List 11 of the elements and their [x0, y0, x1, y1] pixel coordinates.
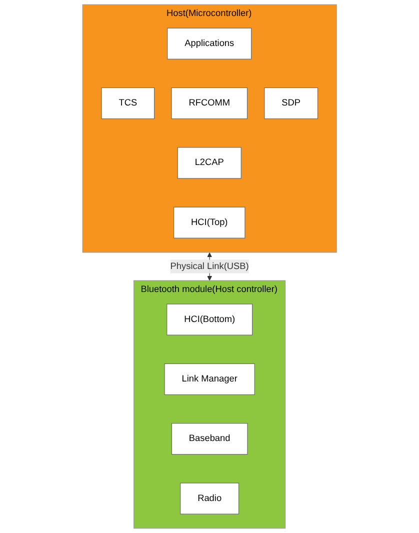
- node-box: HCI(Bottom): [166, 304, 252, 336]
- node-box: Link Manager: [164, 363, 255, 395]
- node-box: HCI(Top): [173, 206, 246, 238]
- node-box: TCS: [101, 88, 155, 120]
- node-box: Radio: [180, 482, 239, 514]
- node-box: SDP: [264, 88, 318, 120]
- node-box: Applications: [167, 28, 252, 60]
- node-box: Baseband: [171, 423, 248, 455]
- node-box: L2CAP: [177, 147, 242, 179]
- edge-label: Physical Link(USB): [170, 261, 249, 272]
- node-box: RFCOMM: [171, 88, 248, 120]
